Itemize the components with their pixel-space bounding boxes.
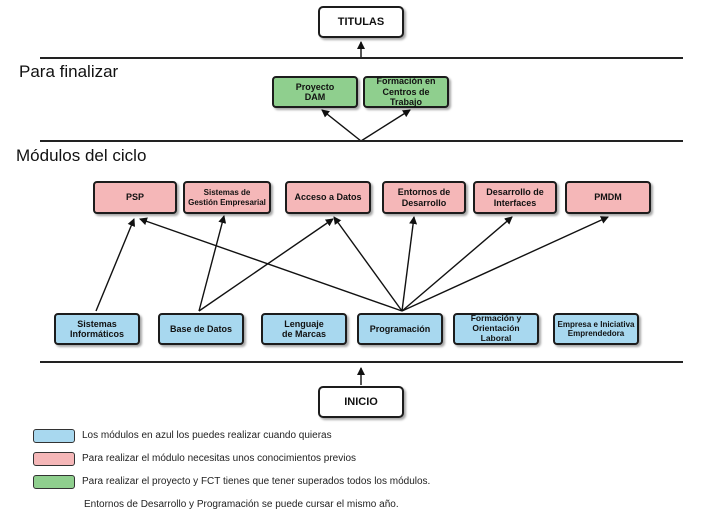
module-acceso-datos: Acceso a Datos bbox=[285, 181, 371, 214]
module-pmdm: PMDM bbox=[565, 181, 651, 214]
arrow-to-proyecto bbox=[321, 109, 362, 142]
legend-swatch-green bbox=[33, 475, 75, 489]
module-sge: Sistemas de Gestión Empresarial bbox=[183, 181, 271, 214]
legend-swatch-pink bbox=[33, 452, 75, 466]
inicio-box: INICIO bbox=[318, 386, 404, 418]
arrow-prog-to-psp bbox=[139, 217, 403, 312]
arrow-sistemas-to-psp bbox=[95, 218, 136, 312]
module-fct: Formación en Centros de Trabajo bbox=[363, 76, 449, 108]
module-eie: Empresa e Iniciativa Emprendedora bbox=[553, 313, 639, 345]
module-interfaces: Desarrollo de Interfaces bbox=[473, 181, 557, 214]
legend-text-blue: Los módulos en azul los puedes realizar … bbox=[82, 430, 332, 441]
module-fol: Formación y Orientación Laboral bbox=[453, 313, 539, 345]
module-base-datos: Base de Datos bbox=[158, 313, 244, 345]
legend-swatch-blue bbox=[33, 429, 75, 443]
arrow-prog-to-entornos bbox=[401, 216, 418, 312]
section-title-finalizar: Para finalizar bbox=[19, 62, 119, 81]
arrow-prog-to-acceso bbox=[333, 216, 403, 312]
divider-middle bbox=[40, 140, 683, 142]
legend-note: Entornos de Desarrollo y Programación se… bbox=[84, 499, 399, 510]
module-psp: PSP bbox=[93, 181, 177, 214]
section-title-modulos: Módulos del ciclo bbox=[16, 146, 147, 165]
arrow-bd-to-acceso bbox=[198, 218, 334, 312]
arrow-to-fct bbox=[360, 109, 411, 142]
divider-top bbox=[40, 57, 683, 59]
legend-text-pink: Para realizar el módulo necesitas unos c… bbox=[82, 453, 357, 464]
module-programacion: Programación bbox=[357, 313, 443, 345]
legend-text-green: Para realizar el proyecto y FCT tienes q… bbox=[82, 476, 431, 487]
arrow-prog-to-interfaces bbox=[401, 216, 513, 312]
divider-bottom bbox=[40, 361, 683, 363]
arrow-bd-to-sge bbox=[198, 215, 227, 312]
module-lenguaje-marcas: Lenguaje de Marcas bbox=[261, 313, 347, 345]
module-entornos: Entornos de Desarrollo bbox=[382, 181, 466, 214]
titulas-box: TITULAS bbox=[318, 6, 404, 38]
module-proyecto-dam: Proyecto DAM bbox=[272, 76, 358, 108]
module-sistemas: Sistemas Informáticos bbox=[54, 313, 140, 345]
arrow-prog-to-pmdm bbox=[401, 216, 609, 312]
